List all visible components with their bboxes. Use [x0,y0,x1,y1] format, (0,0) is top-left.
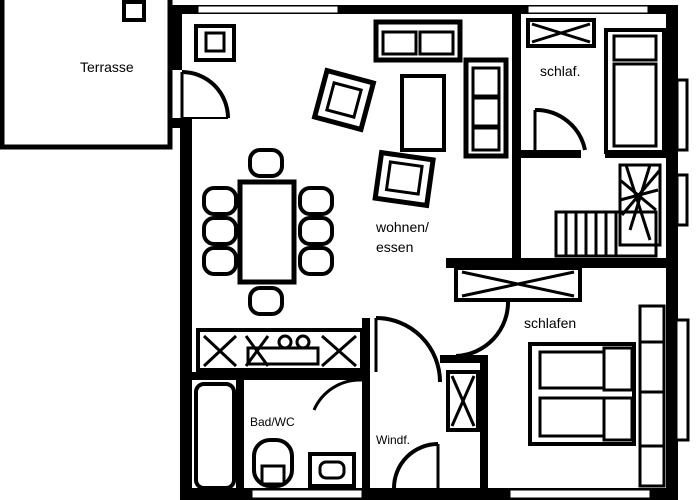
window-bottom-right [509,489,651,499]
cabinet [194,24,236,62]
bedroom-cabinet [638,304,666,488]
exterior-walls [170,5,690,500]
label-terrace: Terrasse [80,59,134,75]
bath-door-arc [312,378,363,411]
wall-hall-right [440,355,488,363]
label-living-dining-line1: wohnen/ [375,219,429,235]
entrance-door [374,316,442,489]
armchair-1 [311,67,377,133]
wall-living-bedroom-small [512,14,521,162]
washbasin [308,452,356,488]
small-bed [604,28,666,154]
wall-bath-tub [236,380,244,490]
interior-walls [192,14,668,490]
window-top-right [527,5,649,14]
wall-left-upper [170,5,182,70]
label-bathroom: Bad/WC [250,415,295,429]
bedroom-door-arc [455,299,511,358]
wall-left-lower [180,118,192,500]
label-living-dining-line2: essen [376,239,413,255]
window-top-left [197,5,339,14]
window-right-mid [675,173,689,227]
kitchen [196,328,364,372]
bathroom [194,378,363,490]
entry-wardrobe [446,370,480,432]
bedroom [454,266,666,488]
window-right-lower [674,318,690,442]
armchair-2 [372,149,436,209]
label-bedroom-small: schlaf. [540,63,580,79]
living-furniture [194,19,509,316]
wall-top [170,5,678,14]
coffee-table [400,74,446,152]
wall-kitchen-bath [192,372,370,380]
small-bedroom [526,18,666,154]
wall-stair-left [512,160,521,260]
wall-bedroom-left [480,360,488,490]
terrace-outline [0,0,173,150]
wall-left-step [170,118,192,128]
toilet [252,438,294,488]
terrace-door [180,70,230,119]
label-bedroom: schlafen [524,315,576,331]
dining-table [237,179,297,285]
wall-bedroom-top [446,258,668,268]
label-entrance: Windf. [376,433,410,447]
window-right-upper [675,78,689,152]
terrace [0,0,173,150]
wall-small-bedroom-bottom [521,150,581,158]
window-bottom-left [251,489,363,499]
staircase [554,163,662,258]
small-bedroom-door-arc [534,107,587,151]
bathtub [194,382,236,490]
dining-chairs [202,148,334,316]
terrace-light-fixture [122,0,146,22]
wall-kitchen-entry [362,318,370,490]
